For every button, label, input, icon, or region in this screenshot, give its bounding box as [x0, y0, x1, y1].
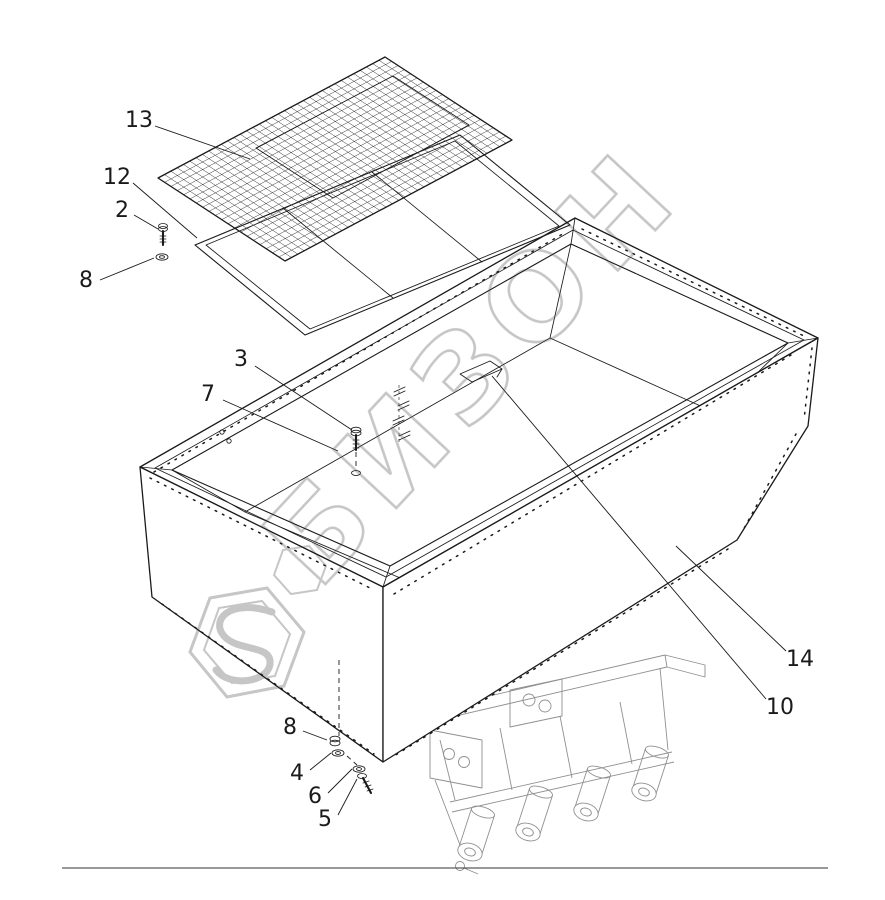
- bizon-logo: [188, 544, 328, 699]
- discharge-tube: [457, 805, 495, 862]
- callout-4-label: 4: [290, 761, 304, 786]
- fastener-washer-4: [331, 749, 345, 757]
- callout-5-leader: [337, 778, 358, 816]
- callout-2-label: 2: [115, 198, 129, 223]
- callout-10-label: 10: [766, 695, 794, 720]
- callout-6-leader: [327, 768, 353, 794]
- callout-3-label: 3: [234, 347, 248, 372]
- callout-layer: 13 12 2 8 37 14 10 8 465: [79, 108, 814, 832]
- fastener-symbols: [392, 385, 411, 442]
- callout-12-label: 12: [103, 165, 131, 190]
- callout-7-label: 7: [201, 382, 215, 407]
- callout-2-leader: [133, 214, 159, 230]
- callout-6-label: 6: [308, 784, 322, 809]
- callout-8-bottom-leader: [302, 730, 328, 741]
- callout-8-top-leader: [99, 257, 155, 281]
- callout-13-leader: [154, 125, 251, 160]
- discharge-tube: [515, 785, 553, 842]
- assembly-centerline: [338, 660, 358, 766]
- rivet-lines: [149, 228, 813, 757]
- mesh-screen: [157, 56, 513, 262]
- callout-4-leader: [309, 752, 332, 771]
- fastener-washer-8-top: [155, 253, 169, 261]
- callout-3-leader: [254, 365, 353, 431]
- callout-10-leader: [491, 375, 767, 700]
- floor-bracket: [459, 360, 503, 383]
- callout-8-top-label: 8: [79, 268, 93, 293]
- callout-13-label: 13: [125, 108, 153, 133]
- callout-7-leader: [222, 399, 339, 452]
- fastener-bolt-5: [357, 773, 374, 795]
- callout-8-bottom-label: 8: [283, 715, 297, 740]
- discharge-tube: [631, 745, 669, 802]
- right-side-panel: [382, 337, 819, 763]
- fastener-washer-6: [352, 765, 366, 773]
- fastener-bolt-2: [158, 223, 168, 247]
- discharge-tube: [573, 765, 611, 822]
- fastener-nut-8-bottom: [329, 735, 341, 747]
- callout-12-leader: [132, 182, 198, 239]
- callout-5-label: 5: [318, 807, 332, 832]
- callout-14-leader: [675, 545, 787, 652]
- fastener-bolt-3: [350, 426, 362, 476]
- metering-unit-ghost: [364, 654, 706, 875]
- callout-14-label: 14: [786, 647, 814, 672]
- hopper-body: [139, 217, 819, 763]
